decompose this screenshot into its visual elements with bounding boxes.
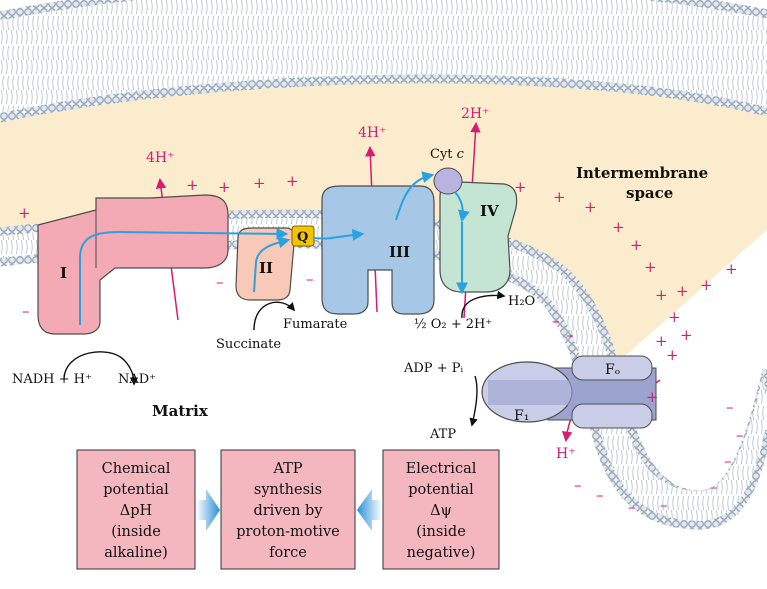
h-pump-3-label: 4H⁺	[358, 125, 387, 141]
nad-label: NAD⁺	[118, 372, 156, 387]
electron-flow-paths	[79, 171, 470, 325]
cytochrome-c	[433, 167, 463, 195]
f1-label: F₁	[514, 408, 529, 424]
svg-text:proton-motive: proton-motive	[236, 524, 339, 540]
adp-label: ADP + Pᵢ	[403, 361, 463, 376]
svg-text:+: +	[253, 174, 266, 192]
svg-text:+: +	[725, 260, 738, 278]
f0-label: Fₒ	[605, 362, 620, 378]
svg-text:+: +	[612, 218, 625, 236]
q-label: Q	[297, 230, 308, 245]
complex-iv: IV	[439, 181, 518, 293]
fumarate-label: Fumarate	[283, 317, 348, 332]
svg-text:–: –	[596, 486, 604, 504]
svg-text:+: +	[666, 346, 679, 364]
svg-text:+: +	[286, 172, 299, 190]
svg-text:+: +	[630, 236, 643, 254]
complex-iv-label: IV	[480, 202, 499, 220]
svg-text:–: –	[574, 476, 582, 494]
svg-text:Δψ: Δψ	[430, 503, 452, 519]
svg-text:(inside: (inside	[416, 524, 466, 540]
atp-label: ATP	[429, 427, 456, 442]
svg-text:+: +	[18, 204, 31, 222]
svg-text:–: –	[726, 398, 734, 416]
complex-ii: II	[235, 227, 296, 301]
left-flow-arrow	[196, 489, 220, 531]
intermembrane-label: Intermembrane	[576, 164, 708, 182]
svg-text:+: +	[218, 178, 231, 196]
substrate-arrows	[63, 290, 506, 427]
atp-synthesis-box: ATP synthesis driven by proton-motive fo…	[220, 449, 356, 570]
atp-synthase: Fₒ F₁	[481, 355, 657, 429]
svg-text:+: +	[680, 326, 693, 344]
complex-i: I	[37, 194, 229, 335]
svg-text:alkaline): alkaline)	[104, 545, 168, 561]
svg-text:Electrical: Electrical	[406, 461, 477, 477]
outer-membrane	[0, 0, 767, 123]
svg-text:–: –	[724, 452, 732, 470]
svg-text:+: +	[655, 332, 668, 350]
right-flow-arrow	[357, 489, 382, 531]
h-pump-4-label: 2H⁺	[461, 106, 490, 122]
complex-iii: III	[321, 185, 435, 315]
oxygen-label: ½ O₂ + 2H⁺	[414, 317, 492, 332]
svg-text:–: –	[552, 312, 560, 330]
complex-ii-label: II	[259, 259, 273, 277]
svg-text:+: +	[700, 276, 713, 294]
svg-text:–: –	[22, 302, 30, 320]
svg-text:potential: potential	[408, 482, 474, 498]
complex-iii-label: III	[389, 243, 410, 261]
svg-text:–: –	[306, 270, 314, 288]
intermembrane-label-2: space	[626, 184, 673, 202]
svg-text:+: +	[646, 388, 659, 406]
svg-text:–: –	[566, 326, 574, 344]
cyt-c-label: Cyt c	[430, 147, 465, 162]
svg-text:negative): negative)	[407, 545, 476, 561]
ubiquinone-q: Q	[291, 225, 315, 247]
svg-text:ATP: ATP	[272, 461, 302, 477]
svg-text:driven by: driven by	[253, 503, 323, 519]
h-pump-1-label: 4H⁺	[146, 150, 175, 166]
svg-text:+: +	[584, 198, 597, 216]
positive-charges: + + + + + + + + + + + + + + + + + + + +	[18, 172, 738, 406]
svg-text:–: –	[710, 478, 718, 496]
h-return-label: H⁺	[556, 446, 576, 462]
electrical-potential-box: Electrical potential Δψ (inside negative…	[382, 449, 500, 570]
matrix-label: Matrix	[152, 402, 209, 420]
svg-text:+: +	[676, 282, 689, 300]
nadh-label: NADH + H⁺	[12, 372, 92, 387]
water-label: H₂O	[508, 294, 535, 309]
svg-text:potential: potential	[103, 482, 169, 498]
svg-text:–: –	[628, 498, 636, 516]
svg-text:(inside: (inside	[111, 524, 161, 540]
svg-text:+: +	[186, 176, 199, 194]
complex-i-label: I	[60, 264, 67, 282]
svg-text:–: –	[216, 273, 224, 291]
svg-text:+: +	[655, 286, 668, 304]
svg-text:Chemical: Chemical	[102, 461, 171, 477]
succinate-label: Succinate	[216, 337, 281, 352]
svg-text:synthesis: synthesis	[254, 482, 322, 498]
svg-text:force: force	[269, 545, 307, 561]
svg-text:ΔpH: ΔpH	[120, 503, 152, 519]
svg-text:+: +	[514, 178, 527, 196]
svg-text:–: –	[736, 426, 744, 444]
svg-text:–: –	[660, 496, 668, 514]
chemical-potential-box: Chemical potential ΔpH (inside alkaline)	[76, 449, 196, 570]
svg-text:+: +	[553, 188, 566, 206]
svg-text:+: +	[644, 258, 657, 276]
svg-text:+: +	[668, 308, 681, 326]
negative-charges: – – – – – – – – – – – – –	[22, 270, 744, 516]
